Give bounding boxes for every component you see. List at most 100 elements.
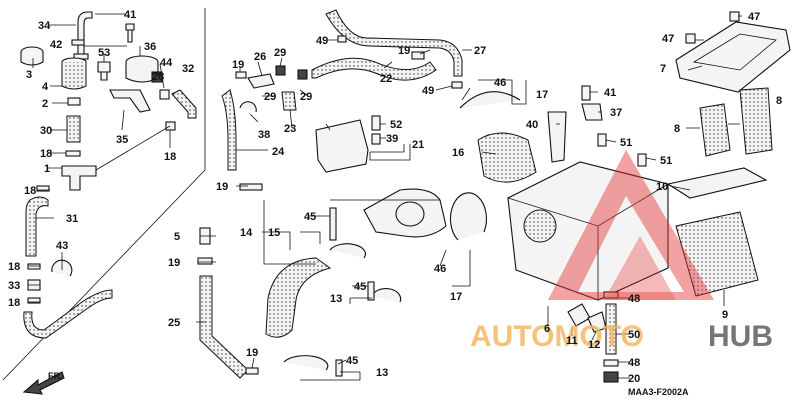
callout-26: 26 xyxy=(254,51,266,63)
callout-38: 38 xyxy=(258,129,270,141)
line-1-to-18 xyxy=(95,125,171,171)
callout-23: 23 xyxy=(284,123,296,135)
callout-30: 30 xyxy=(40,125,52,137)
callout-13b: 13 xyxy=(376,367,388,379)
bolt-39 xyxy=(371,133,381,145)
nipple-2 xyxy=(67,97,81,106)
front-label: FR. xyxy=(48,371,63,381)
duct-14 xyxy=(265,257,332,338)
clip-49a xyxy=(337,35,347,43)
clip-18c xyxy=(165,121,176,131)
hose-32 xyxy=(171,89,197,119)
callout-19d: 19 xyxy=(168,257,180,269)
callout-10: 10 xyxy=(656,181,668,193)
callout-18b: 18 xyxy=(164,151,176,163)
watermark-text-automoto: AUTOMOTO xyxy=(470,320,644,353)
callout-34: 34 xyxy=(38,20,51,32)
band-13b xyxy=(283,355,329,371)
strap-40 xyxy=(547,111,567,163)
airbox-6-port xyxy=(523,209,557,243)
clip-49b xyxy=(451,81,463,89)
clip-18a xyxy=(65,150,81,157)
bolt-41a xyxy=(125,23,135,43)
clip-19c xyxy=(239,183,263,191)
filter-9 xyxy=(675,211,759,297)
callout-52: 52 xyxy=(390,119,402,131)
plug-20 xyxy=(603,371,619,383)
callout-46b: 46 xyxy=(434,263,446,275)
clip-12 xyxy=(587,311,607,333)
callout-29b: 29 xyxy=(264,91,276,103)
tube-30 xyxy=(66,115,81,143)
callout-15: 15 xyxy=(268,227,280,239)
diagram-code: MAA3-F2002A xyxy=(628,387,689,397)
nipple-29c xyxy=(297,69,308,80)
tee-26 xyxy=(247,73,275,89)
bolt-45a xyxy=(329,207,337,241)
clip-18e xyxy=(27,297,41,304)
callout-51a: 51 xyxy=(620,137,632,149)
clip-19d xyxy=(197,257,213,265)
callout-31: 31 xyxy=(66,213,78,225)
joint-1 xyxy=(61,165,97,191)
callout-29c: 29 xyxy=(300,91,312,103)
callout-41: 41 xyxy=(124,9,136,21)
callout-21: 21 xyxy=(412,139,424,151)
drain-tube-50 xyxy=(605,303,617,355)
callout-51b: 51 xyxy=(660,155,672,167)
callout-49a: 49 xyxy=(316,35,328,47)
clip-19a xyxy=(235,71,247,79)
callout-17a: 17 xyxy=(536,89,548,101)
cover-7 xyxy=(675,21,791,93)
callout-18d: 18 xyxy=(8,261,20,273)
bracket-35 xyxy=(109,89,151,113)
hose-25 xyxy=(199,275,249,379)
callout-40: 40 xyxy=(526,119,538,131)
callout-19a: 19 xyxy=(398,45,410,57)
clamp-38 xyxy=(239,101,257,113)
clamp-48a xyxy=(603,291,619,299)
clamp-48b xyxy=(603,359,619,367)
band-17b xyxy=(449,192,487,241)
band-13a xyxy=(371,288,402,303)
sensor-53 xyxy=(97,61,111,81)
callout-2: 2 xyxy=(42,98,48,110)
duct-8b xyxy=(739,87,773,155)
boot-16 xyxy=(477,132,537,183)
airbox-6 xyxy=(507,161,669,301)
band-17a xyxy=(459,91,521,109)
hose-24 xyxy=(221,89,237,171)
hose-27 xyxy=(325,9,463,77)
nipple-29a xyxy=(275,65,286,76)
callout-44: 44 xyxy=(160,57,173,69)
callout-27: 27 xyxy=(474,45,486,57)
callout-25: 25 xyxy=(168,317,180,329)
throttle-port xyxy=(395,201,425,227)
callout-43: 43 xyxy=(56,240,68,252)
callout-12: 12 xyxy=(588,339,600,351)
callout-35: 35 xyxy=(116,134,128,146)
clip-18d xyxy=(27,263,41,270)
watermark-triangle-inner xyxy=(604,236,676,300)
bolt-52 xyxy=(371,115,381,131)
callout-8a: 8 xyxy=(674,123,680,135)
bolt-41b xyxy=(581,85,591,101)
callout-5: 5 xyxy=(174,231,180,243)
callout-47a: 47 xyxy=(748,11,760,23)
callout-18a: 18 xyxy=(40,148,52,160)
callout-46a: 46 xyxy=(494,77,506,89)
bracket-37 xyxy=(581,103,603,121)
clip-19b xyxy=(411,51,425,60)
callout-32: 32 xyxy=(182,63,194,75)
callout-19c: 19 xyxy=(216,181,228,193)
clip-19e xyxy=(245,367,259,375)
callout-13a: 13 xyxy=(330,293,342,305)
callout-11: 11 xyxy=(566,335,578,347)
callout-39: 39 xyxy=(386,133,398,145)
callout-49b: 49 xyxy=(422,85,434,97)
callout-28: 28 xyxy=(152,71,164,83)
screw-47b xyxy=(685,33,696,44)
callout-48a: 48 xyxy=(628,293,640,305)
callout-48b: 48 xyxy=(628,357,640,369)
